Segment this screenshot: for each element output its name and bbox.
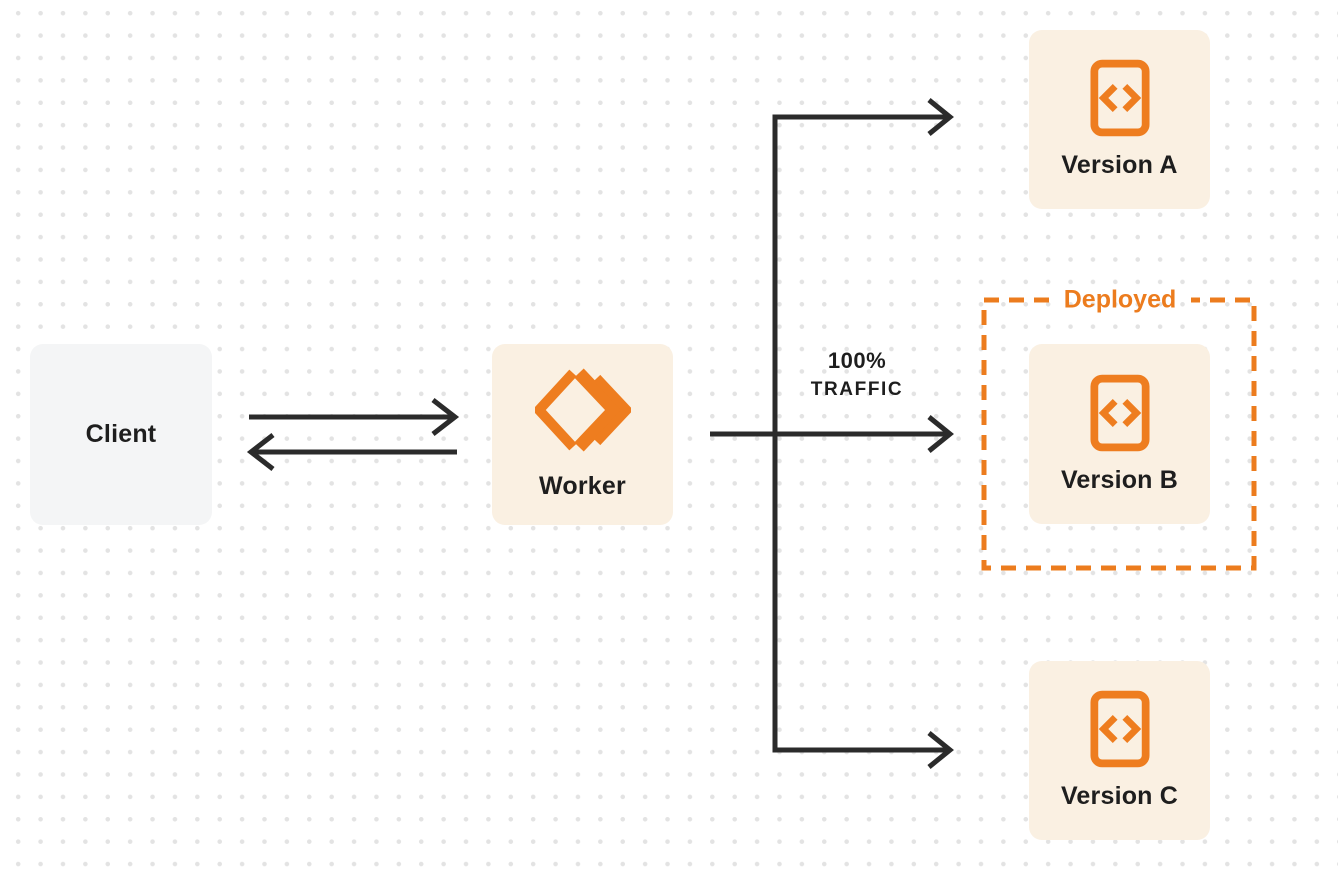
deployed-label: Deployed bbox=[1063, 285, 1177, 314]
deployed-dashed-border bbox=[981, 297, 1257, 571]
arrowhead-to-version-a bbox=[927, 98, 954, 136]
version-b-node: Version B bbox=[1029, 344, 1210, 524]
version-b-label: Version B bbox=[1060, 465, 1179, 494]
traffic-percent: 100% bbox=[827, 348, 887, 373]
arrowhead-to-version-b bbox=[927, 415, 954, 453]
version-a-label: Version A bbox=[1061, 151, 1178, 179]
version-a-node: Version A bbox=[1029, 30, 1210, 209]
code-file-icon bbox=[1089, 59, 1150, 137]
worker-node: Worker bbox=[492, 344, 673, 525]
arrowhead-client-to-worker bbox=[431, 398, 460, 436]
traffic-word: TRAFFIC bbox=[810, 379, 904, 400]
version-c-label: Version C bbox=[1060, 782, 1179, 810]
arrowhead-to-version-c bbox=[927, 731, 954, 769]
client-label: Client bbox=[85, 420, 157, 448]
arrowhead-worker-to-client bbox=[246, 433, 275, 471]
worker-double-chevron-icon bbox=[534, 368, 631, 452]
code-file-icon bbox=[1089, 690, 1150, 768]
version-c-node: Version C bbox=[1029, 661, 1210, 840]
code-file-icon bbox=[1089, 374, 1150, 452]
client-node: Client bbox=[30, 344, 212, 525]
traffic-label: 100% TRAFFIC bbox=[811, 348, 903, 401]
worker-label: Worker bbox=[539, 472, 626, 500]
